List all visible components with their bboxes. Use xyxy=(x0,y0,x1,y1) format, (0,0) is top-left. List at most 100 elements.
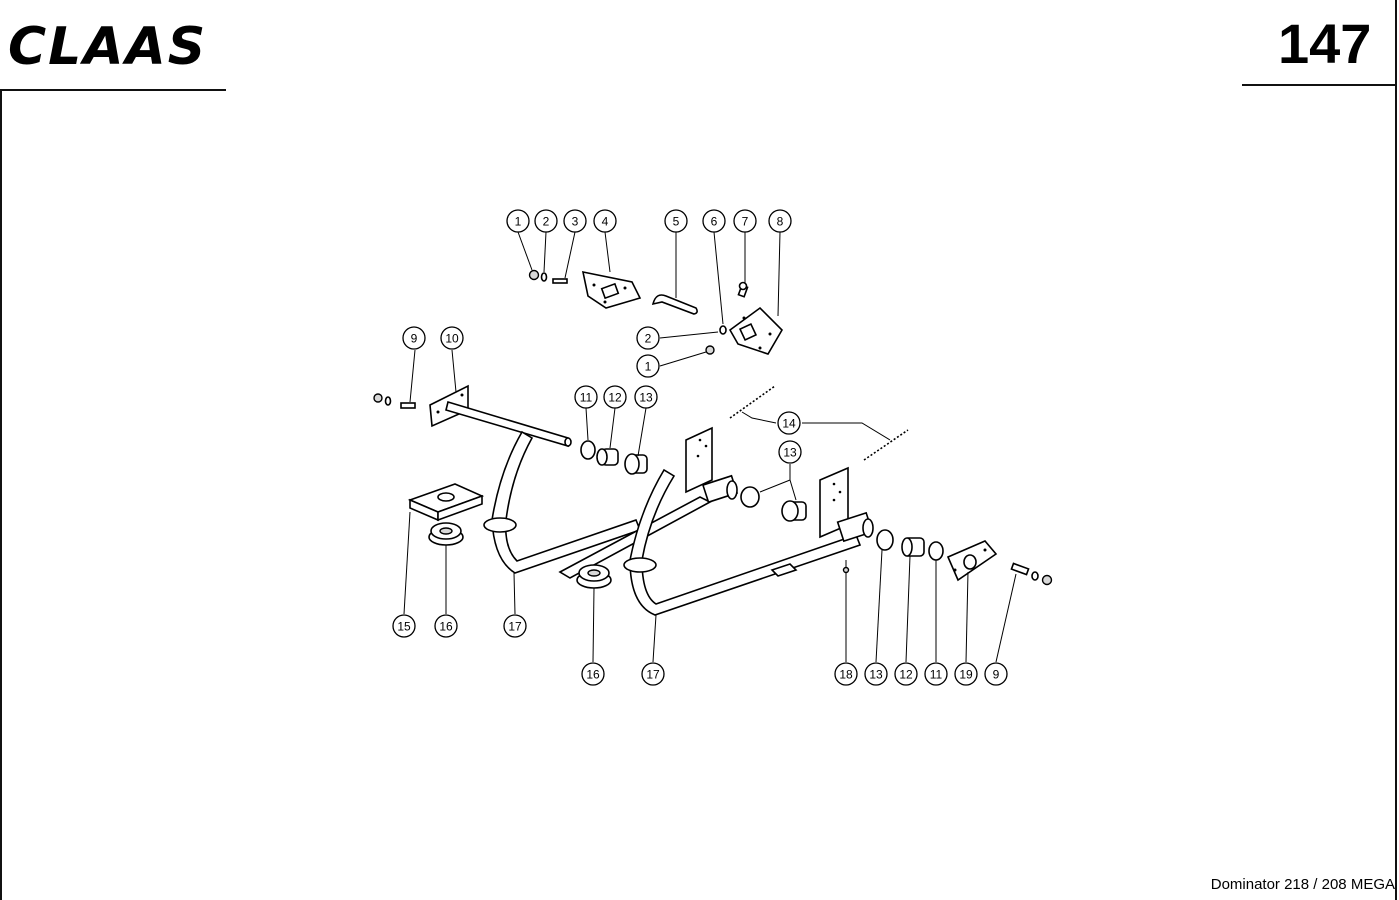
header-rule-left xyxy=(0,89,226,91)
header-rule-right xyxy=(1242,84,1395,86)
callout-5: 5 xyxy=(664,209,688,233)
callout-label: 13 xyxy=(639,391,653,405)
callout-7: 7 xyxy=(733,209,757,233)
callout-label: 16 xyxy=(586,668,600,682)
callout-label: 1 xyxy=(515,215,522,229)
nut-part xyxy=(373,393,383,403)
callout-label: 13 xyxy=(869,668,883,682)
page-number: 147 xyxy=(1278,12,1372,75)
callout-label: 15 xyxy=(397,620,411,634)
callout-label: 13 xyxy=(783,446,797,460)
page-border-right xyxy=(1395,0,1397,900)
pin-part xyxy=(651,294,698,315)
callout-2: 2 xyxy=(534,209,558,233)
callout-16: 16 xyxy=(581,662,605,686)
callout-label: 4 xyxy=(602,215,609,229)
callout-label: 14 xyxy=(782,417,796,431)
callout-9: 9 xyxy=(402,326,426,350)
callout-label: 5 xyxy=(673,215,680,229)
callout-1: 1 xyxy=(636,354,660,378)
callout-9: 9 xyxy=(984,662,1008,686)
bearing-housing-part xyxy=(738,322,758,342)
callout-label: 12 xyxy=(608,391,622,405)
callout-8: 8 xyxy=(768,209,792,233)
nut-part xyxy=(1041,574,1053,586)
callout-label: 9 xyxy=(411,332,418,346)
washer-part xyxy=(719,325,727,335)
callout-label: 6 xyxy=(711,215,718,229)
bearing-plate-part xyxy=(728,306,784,355)
callout-label: 11 xyxy=(580,391,593,405)
top-right-hardware xyxy=(705,281,784,355)
pedal-shaft-right xyxy=(623,466,874,616)
callout-label: 16 xyxy=(439,620,453,634)
callout-label: 9 xyxy=(993,668,1000,682)
pedal-pad-part xyxy=(407,483,485,522)
snap-ring-part xyxy=(580,440,596,460)
callout-label: 11 xyxy=(930,668,943,682)
claas-logo-text: CLAAS xyxy=(8,18,207,74)
bearing-housing-part xyxy=(600,282,620,300)
callout-4: 4 xyxy=(593,209,617,233)
callout-17: 17 xyxy=(641,662,665,686)
callout-label: 2 xyxy=(645,332,652,346)
grease-nipple-part xyxy=(842,566,850,574)
callout-label: 17 xyxy=(646,668,660,682)
leader-lines xyxy=(403,231,1017,663)
callout-11: 11 xyxy=(574,385,598,409)
flange-bushing-part xyxy=(876,529,894,551)
callout-18: 18 xyxy=(834,662,858,686)
callout-15: 15 xyxy=(392,614,416,638)
washer-part xyxy=(1031,571,1039,581)
spring-parts xyxy=(729,385,909,461)
callout-17: 17 xyxy=(503,614,527,638)
bolt-part xyxy=(552,278,568,284)
callout-label: 2 xyxy=(543,215,550,229)
callout-label: 19 xyxy=(959,668,973,682)
nut-part xyxy=(705,345,715,355)
footer-model-name: Dominator 218 / 208 MEGA xyxy=(1210,876,1395,893)
callout-13: 13 xyxy=(864,662,888,686)
nut-part xyxy=(528,269,540,281)
callout-3: 3 xyxy=(563,209,587,233)
claas-logo: CLAAS xyxy=(8,18,207,74)
callout-label: 12 xyxy=(899,668,913,682)
callout-label: 10 xyxy=(445,332,459,346)
bushing-set-upper xyxy=(580,440,807,522)
page-border-left xyxy=(0,90,2,900)
callout-label: 18 xyxy=(839,668,853,682)
callout-label: 17 xyxy=(508,620,522,634)
callout-label: 1 xyxy=(645,360,652,374)
callout-10: 10 xyxy=(440,326,464,350)
washer-part xyxy=(540,272,548,282)
callout-label: 7 xyxy=(742,215,749,229)
callout-6: 6 xyxy=(702,209,726,233)
rubber-buffer-part xyxy=(428,522,464,546)
flange-bushing-part xyxy=(740,486,760,508)
callout-13: 13 xyxy=(634,385,658,409)
washer-part xyxy=(384,396,392,406)
top-left-hardware xyxy=(528,269,642,309)
pedal-shaft-left xyxy=(445,400,739,579)
callout-11: 11 xyxy=(924,662,948,686)
snap-ring-part xyxy=(928,541,944,561)
callout-12: 12 xyxy=(894,662,918,686)
callout-19: 19 xyxy=(954,662,978,686)
callout-13: 13 xyxy=(778,440,802,464)
callout-16: 16 xyxy=(434,614,458,638)
bushing-set-lower xyxy=(842,529,944,575)
callout-2: 2 xyxy=(636,326,660,350)
pedal-plate-part xyxy=(685,426,713,494)
callout-label: 3 xyxy=(572,215,579,229)
callout-1: 1 xyxy=(506,209,530,233)
right-hardware xyxy=(946,540,1053,586)
callout-label: 8 xyxy=(777,215,784,229)
callout-12: 12 xyxy=(603,385,627,409)
bolt-part xyxy=(400,402,416,409)
callout-14: 14 xyxy=(777,411,801,435)
rubber-buffer-part xyxy=(576,564,612,589)
bolt-part xyxy=(1010,562,1030,576)
